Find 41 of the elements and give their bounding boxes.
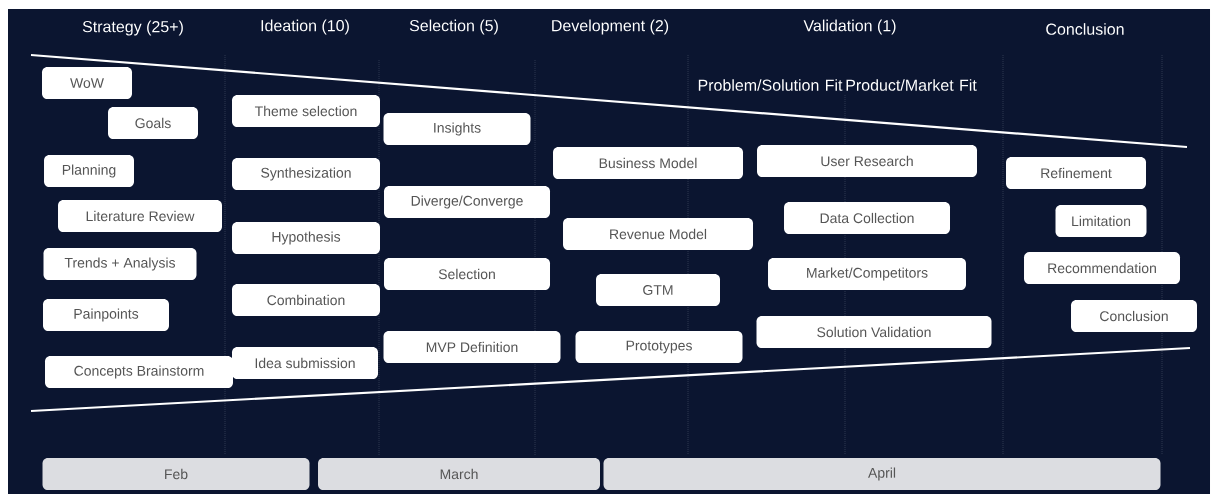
step-box: Market/Competitors	[768, 258, 966, 290]
step-box: Solution Validation	[756, 316, 992, 348]
step-box: Conclusion	[1071, 300, 1197, 332]
column-heading: Conclusion	[1046, 23, 1124, 35]
step-box: Literature Review	[58, 200, 222, 232]
step-box: Theme selection	[232, 95, 380, 127]
step-box: Trends + Analysis	[43, 248, 197, 280]
step-box: User Research	[757, 145, 977, 177]
step-box: Data Collection	[784, 202, 950, 234]
step-box: Refinement	[1006, 157, 1146, 189]
step-box: Business Model	[553, 147, 743, 179]
step-box: Goals	[108, 107, 198, 139]
column-heading: Validation (1)	[803, 19, 896, 35]
step-box: GTM	[596, 274, 720, 306]
month-bar: April	[603, 458, 1161, 490]
column-heading: Ideation (10)	[261, 19, 349, 35]
step-box: Concepts Brainstorm	[45, 356, 233, 388]
column-subheading: Problem/Solution Fit	[698, 79, 843, 91]
step-box: Revenue Model	[563, 218, 753, 250]
month-bar: Feb	[42, 458, 310, 490]
step-box: Idea submission	[232, 347, 378, 379]
step-box: Selection	[384, 258, 550, 290]
step-box: Hypothesis	[232, 222, 380, 254]
step-box: Painpoints	[43, 299, 169, 331]
step-box: Diverge/Converge	[384, 186, 550, 218]
month-bar: March	[318, 458, 600, 490]
step-box: MVP Definition	[383, 331, 561, 363]
step-box: Limitation	[1055, 205, 1147, 237]
node-label: Concepts Brainstorm	[74, 365, 204, 379]
column-heading: Development (2)	[552, 19, 669, 35]
step-box: Planning	[44, 155, 134, 187]
node-label: Idea submission	[255, 357, 355, 369]
column-heading: Selection (5)	[409, 19, 498, 35]
column-subheading: Product/Market Fit	[846, 79, 977, 91]
step-box: Recommendation	[1024, 252, 1180, 284]
step-box: Insights	[383, 113, 531, 145]
step-box: WoW	[42, 67, 132, 99]
step-box: Combination	[232, 284, 380, 316]
column-heading: Strategy (25+)	[82, 20, 183, 36]
step-box: Prototypes	[575, 331, 743, 363]
step-box: Synthesization	[232, 158, 380, 190]
